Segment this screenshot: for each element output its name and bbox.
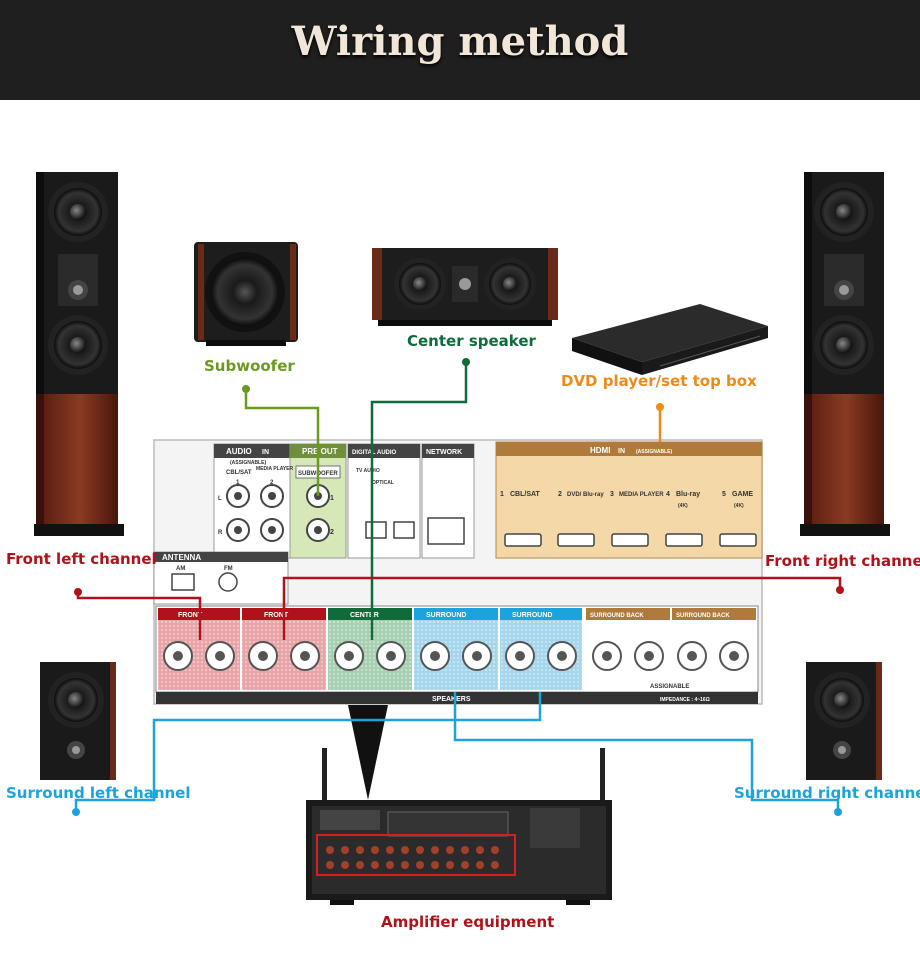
hdmi-assignable: (ASSIGNABLE) xyxy=(636,449,672,455)
hdmi-input-2-name: DVD/ Blu-ray xyxy=(567,492,604,498)
amplifier-device xyxy=(306,748,612,905)
audio-in-badge: IN xyxy=(262,449,269,456)
center-wire xyxy=(370,362,468,640)
front-left-label: Front left channel xyxy=(6,550,157,568)
front-right-tower-speaker xyxy=(800,172,890,536)
hdmi-input-4-name: Blu-ray xyxy=(676,491,700,498)
subwoofer-speaker xyxy=(194,242,298,346)
surround-back-r-label: SURROUND BACK xyxy=(590,613,644,619)
audio-media-player: MEDIA PLAYER xyxy=(256,466,294,472)
front-right-label: Front right channel xyxy=(765,552,920,570)
digital-optical: OPTICAL xyxy=(372,480,394,486)
assignable-label: ASSIGNABLE xyxy=(650,684,689,690)
surround-r-label: SURROUND xyxy=(426,612,466,619)
center-speaker-label: Center speaker xyxy=(407,332,536,350)
hdmi-input-1-name: CBL/SAT xyxy=(510,491,541,498)
hdmi-input-4-sub: (4K) xyxy=(678,503,688,509)
audio-cbl-sat: CBL/SAT xyxy=(226,470,252,476)
audio-num1: 1 xyxy=(236,480,240,486)
digital-tv-audio: TV AUDIO xyxy=(356,468,380,474)
hdmi-label: HDMI xyxy=(590,446,610,455)
hdmi-input-3-num: 3 xyxy=(610,491,614,498)
audio-r: R xyxy=(218,530,223,536)
panel-pointer xyxy=(348,705,388,800)
header-bar: Wiring method xyxy=(0,0,920,100)
surround-back-l-label: SURROUND BACK xyxy=(676,613,730,619)
audio-num2: 2 xyxy=(270,480,274,486)
front-r-label: FRONT xyxy=(178,612,203,619)
surround-right-label: Surround right channel xyxy=(734,784,920,802)
digital-audio-label: DIGITAL AUDIO xyxy=(352,450,397,456)
amplifier-label: Amplifier equipment xyxy=(381,913,555,931)
hdmi-badge: IN xyxy=(618,448,625,455)
center-speaker xyxy=(372,248,558,326)
surround-left-speaker xyxy=(40,662,116,780)
surround-right-speaker xyxy=(806,662,882,780)
subwoofer-label: Subwoofer xyxy=(204,357,295,375)
front-left-tower-speaker xyxy=(34,172,124,536)
audio-assignable: (ASSIGNABLE) xyxy=(230,460,266,466)
surround-channel-wires xyxy=(74,692,840,812)
hdmi-input-3-name: MEDIA PLAYER xyxy=(619,492,664,498)
pre-out-num1: 1 xyxy=(330,495,334,502)
pre-out-label: PRE OUT xyxy=(302,447,338,456)
subwoofer-wire xyxy=(244,389,320,496)
hdmi-input-5-name: GAME xyxy=(732,491,753,498)
hdmi-input-5-num: 5 xyxy=(722,491,726,498)
speakers-label: SPEAKERS xyxy=(432,696,471,703)
dvd-player-device xyxy=(572,304,768,375)
network-label: NETWORK xyxy=(426,449,462,456)
front-l-label: FRONT xyxy=(264,612,289,619)
receiver-rear-panel xyxy=(153,439,763,705)
hdmi-input-4-num: 4 xyxy=(666,491,670,498)
surround-left-label: Surround left channel xyxy=(6,784,191,802)
hdmi-input-5-sub: (4K) xyxy=(734,503,744,509)
hdmi-input-2-num: 2 xyxy=(558,491,562,498)
center-terminal-label: CENTER xyxy=(350,612,379,619)
wiring-diagram: AUDIO IN (ASSIGNABLE) CBL/SAT MEDIA PLAY… xyxy=(34,172,890,905)
audio-in-label: AUDIO xyxy=(226,447,252,456)
audio-l: L xyxy=(218,496,222,502)
surround-l-label: SURROUND xyxy=(512,612,552,619)
pre-out-num2: 2 xyxy=(330,529,334,536)
hdmi-input-1-num: 1 xyxy=(500,491,504,498)
antenna-label: ANTENNA xyxy=(162,553,201,562)
impedance-label: IMPEDANCE : 4~16Ω xyxy=(660,697,710,703)
page-title: Wiring method xyxy=(291,18,629,65)
antenna-fm: FM xyxy=(224,566,233,572)
antenna-am: AM xyxy=(176,566,185,572)
dvd-player-label: DVD player/set top box xyxy=(561,372,757,390)
